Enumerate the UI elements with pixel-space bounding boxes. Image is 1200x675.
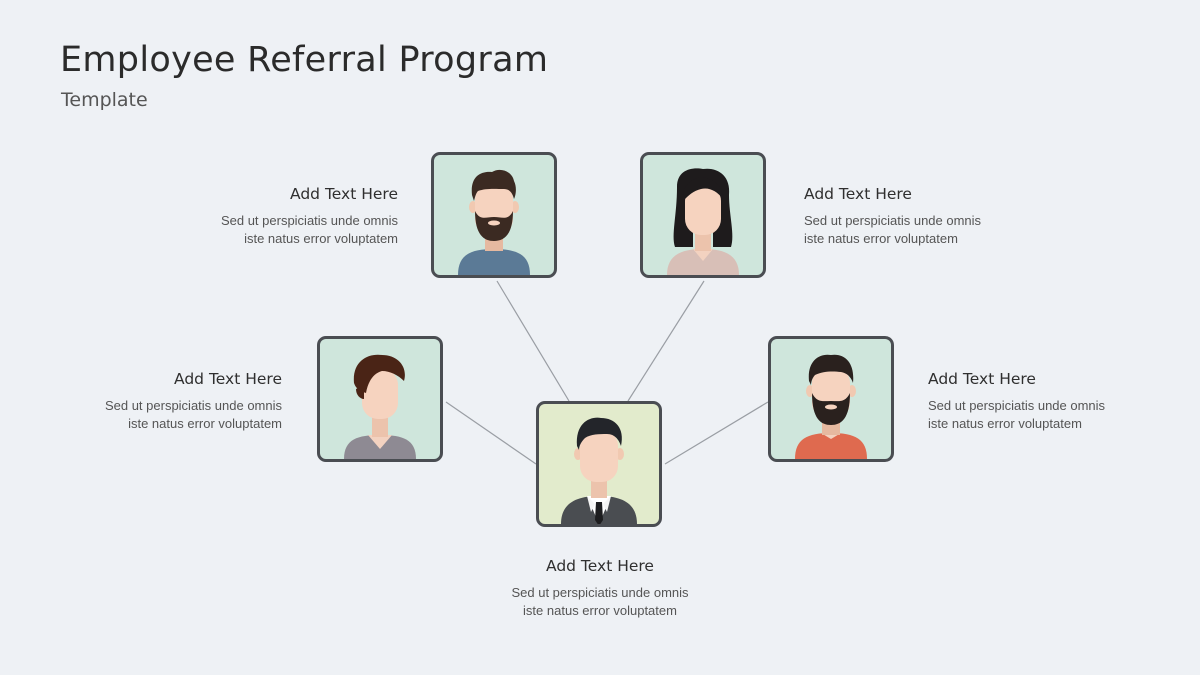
connector-mid-right: [664, 401, 769, 465]
label-heading: Add Text Here: [804, 185, 912, 203]
woman-short-hair-avatar-icon: [344, 354, 416, 459]
bearded-man-red-shirt-avatar-icon: [795, 354, 867, 459]
label-body: Sed ut perspiciatis unde omnis iste natu…: [104, 398, 282, 431]
avatar-card-top-left: [431, 152, 557, 278]
label-center: Add Text Here Sed ut perspiciatis unde o…: [470, 557, 730, 620]
label-top-right: Add Text Here Sed ut perspiciatis unde o…: [804, 185, 1064, 248]
page-title: Employee Referral Program: [60, 40, 549, 80]
bearded-man-avatar-icon: [458, 169, 530, 275]
label-mid-right: Add Text Here Sed ut perspiciatis unde o…: [928, 370, 1188, 433]
woman-dark-hair-avatar-icon: [667, 168, 739, 275]
avatar-card-top-right: [640, 152, 766, 278]
connector-mid-left: [445, 401, 537, 465]
page-subtitle: Template: [61, 89, 148, 111]
avatar-card-mid-right: [768, 336, 894, 462]
label-mid-left: Add Text Here Sed ut perspiciatis unde o…: [22, 370, 282, 433]
label-heading: Add Text Here: [928, 370, 1036, 388]
avatar-card-center: [536, 401, 662, 527]
label-heading: Add Text Here: [546, 557, 654, 575]
connector-top-left: [496, 280, 570, 402]
avatar-card-mid-left: [317, 336, 443, 462]
label-body: Sed ut perspiciatis unde omnis iste natu…: [928, 398, 1106, 431]
label-top-left: Add Text Here Sed ut perspiciatis unde o…: [138, 185, 398, 248]
label-body: Sed ut perspiciatis unde omnis iste natu…: [804, 213, 982, 246]
label-heading: Add Text Here: [290, 185, 398, 203]
label-heading: Add Text Here: [174, 370, 282, 388]
label-body: Sed ut perspiciatis unde omnis iste natu…: [220, 213, 398, 246]
businessman-avatar-icon: [561, 417, 637, 524]
connector-top-right: [627, 280, 705, 402]
label-body: Sed ut perspiciatis unde omnis iste natu…: [511, 585, 689, 618]
